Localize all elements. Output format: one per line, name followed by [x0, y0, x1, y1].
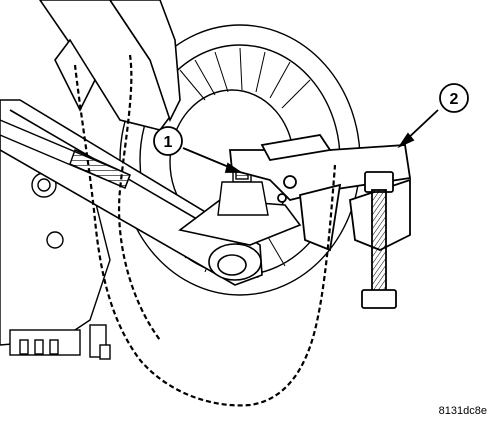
callout-1-label: 1 — [164, 134, 173, 151]
callout-1: 1 — [153, 126, 183, 156]
figure-id: 8131dc8e — [438, 405, 487, 417]
callout-1-circle — [153, 126, 183, 156]
ball-joint-remover-tool — [229, 134, 412, 309]
callout-2-circle — [439, 83, 469, 113]
callout-2-label: 2 — [450, 91, 459, 108]
callout-2: 2 — [439, 83, 469, 113]
lower-control-arm — [0, 99, 302, 286]
tie-rod — [0, 119, 131, 189]
callout-leaders — [182, 109, 439, 173]
subframe — [0, 149, 111, 360]
safety-chain — [73, 54, 337, 407]
steering-knuckle — [39, 0, 181, 131]
